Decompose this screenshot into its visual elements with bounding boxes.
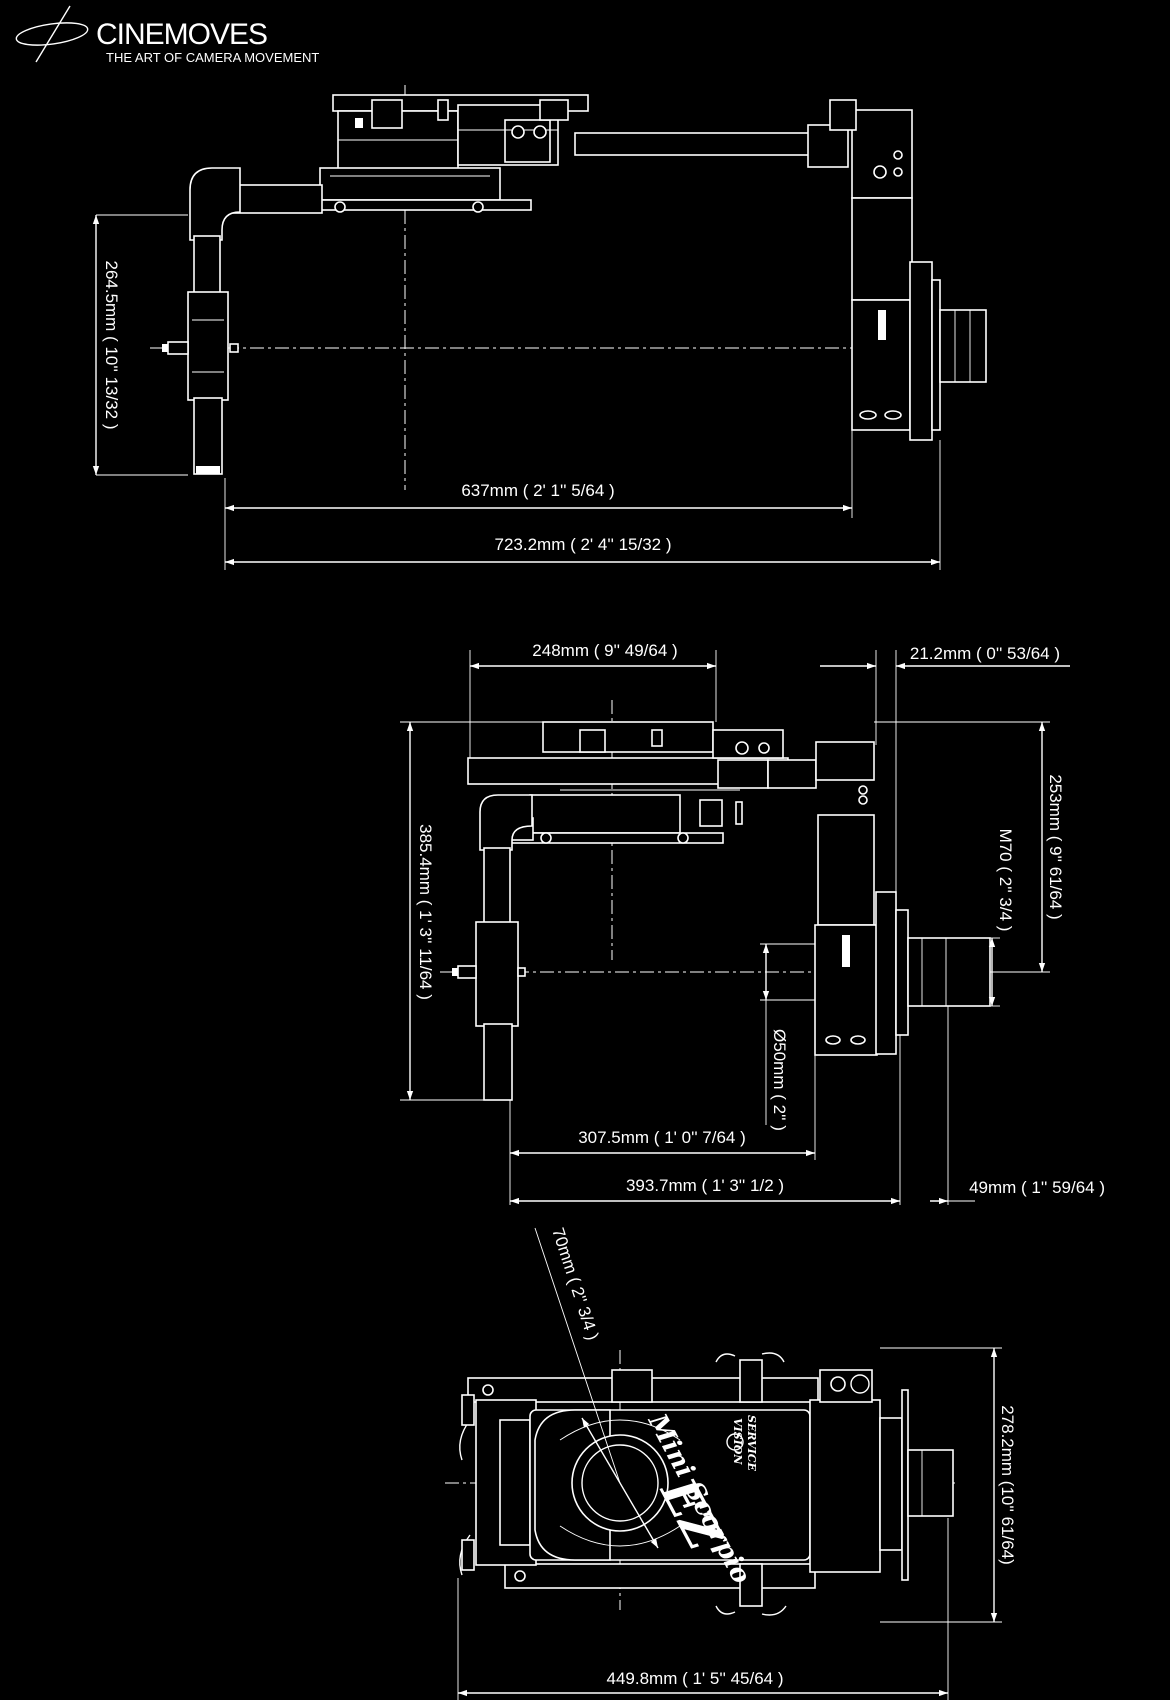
side-height-dimension: 264.5mm ( 10'' 13/32 ) [102,260,121,429]
left-elbow-arm [162,167,323,475]
roll-motor-block [475,921,519,1027]
top-rail [467,1352,819,1403]
lens-section [907,937,991,1007]
lens-section [939,309,987,383]
logo-tagline: THE ART OF CAMERA MOVEMENT [106,50,319,65]
front-height-dimension: 385.4mm ( 1' 3'' 11/64 ) [416,824,435,1000]
front-top-width-dimension: 248mm ( 9'' 49/64 ) [532,641,677,660]
front-side-offset-dimension: 21.2mm ( 0'' 53/64 ) [910,644,1060,663]
front-lens-depth-dimension: 49mm ( 1'' 59/64 ) [969,1178,1105,1197]
front-overall-width-dimension: 393.7mm ( 1' 3'' 1/2 ) [626,1176,784,1195]
logo-wordmark: CINEMOVES [96,18,267,51]
front-inner-width-dimension: 307.5mm ( 1' 0'' 7/64 ) [578,1128,746,1147]
camera-housing [829,99,987,441]
roll-motor-block [187,291,229,401]
front-diameter-dimension: Ø50mm ( 2'' ) [770,1029,789,1131]
top-diagonal-dimension: 70mm ( 2'' 3/4 ) [548,1225,602,1342]
side-overall-width-dimension: 723.2mm ( 2' 4'' 15/32 ) [495,535,672,554]
pan-plate [507,794,743,844]
camera-housing [809,1369,954,1581]
front-view: 248mm ( 9'' 49/64 ) 21.2mm ( 0'' 53/64 )… [400,641,1105,1205]
side-view: 264.5mm ( 10'' 13/32 ) 637mm ( 2' 1'' 5/… [92,85,987,570]
top-view: Mini Scorpio EZ SERVICE VISION 70mm ( 2'… [445,1225,1017,1700]
front-right-height-dimension: 253mm ( 9'' 61/64 ) [1046,774,1065,919]
side-inner-width-dimension: 637mm ( 2' 1'' 5/64 ) [461,481,614,500]
pan-plate [295,167,532,213]
lens-section [907,1449,954,1517]
front-lens-mount-dimension: M70 ( 2'' 3/4 ) [996,829,1015,932]
maker-emblem-icon [726,1433,744,1451]
tilt-plate-assembly [467,721,875,791]
tilt-plate-assembly [332,94,589,170]
horizontal-arm [574,132,811,156]
left-elbow-arm [452,794,534,1101]
maker-name-2: VISION [731,1418,744,1465]
top-width-dimension: 449.8mm ( 1' 5'' 45/64 ) [607,1669,784,1688]
cinemoves-logo: CINEMOVES THE ART OF CAMERA MOVEMENT [15,5,319,65]
camera-housing [814,785,991,1056]
maker-name-1: SERVICE [745,1415,758,1472]
top-height-dimension: 278.2mm (10'' 61/64) [998,1405,1017,1565]
bottom-rail [504,1563,816,1616]
left-frame [459,1394,537,1576]
